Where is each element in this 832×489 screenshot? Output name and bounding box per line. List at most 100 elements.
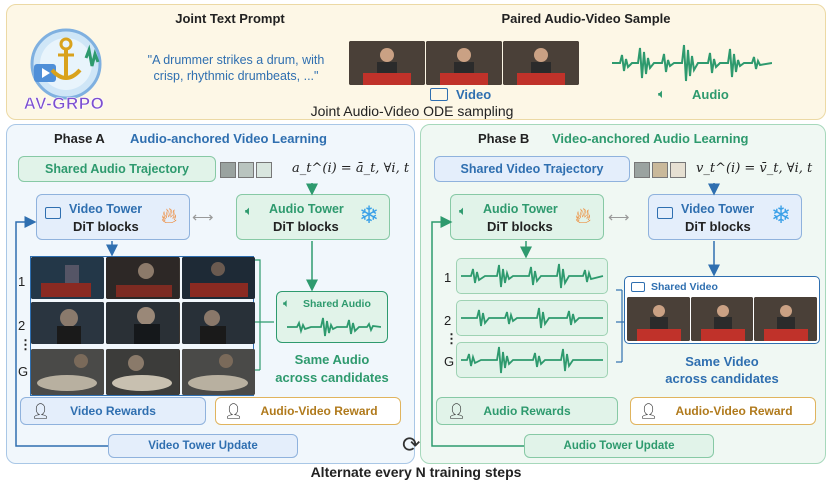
video-icon — [45, 207, 61, 219]
audio-tower-update: Audio Tower Update — [524, 434, 714, 458]
flame-icon: 🔥︎ — [161, 203, 178, 228]
same-audio-label-2: across candidates — [275, 370, 389, 385]
row-label: 1 — [444, 270, 452, 285]
row-label: 1 — [18, 274, 26, 289]
audio-traj-formula: a_t^(i) = ā_t, ∀i, t — [292, 161, 410, 176]
shared-video-trajectory-label: Shared Video Trajectory — [460, 162, 604, 176]
av-grpo-logo — [14, 24, 114, 118]
row-label: G — [18, 364, 29, 379]
audio-candidate — [456, 258, 608, 294]
snowflake-icon: ❄ — [359, 202, 380, 229]
video-tower-update: Video Tower Update — [108, 434, 298, 458]
shared-video-trajectory: Shared Video Trajectory — [434, 156, 630, 182]
speaker-icon: 🔈︎ — [658, 86, 666, 101]
video-tower-a-label: Video Tower — [69, 202, 143, 216]
video-tower-update-label: Video Tower Update — [148, 440, 258, 452]
shared-audio-trajectory: Shared Audio Trajectory — [18, 156, 216, 182]
phase-a-arrows — [15, 183, 318, 447]
alternate-label: Alternate every N training steps — [310, 464, 522, 480]
phase-b-arrows — [431, 183, 720, 447]
same-video-label-2: across candidates — [665, 371, 779, 386]
video-tower-b-dit: DiT blocks — [685, 219, 751, 234]
cycle-icon: ⟳ — [402, 432, 421, 457]
flame-icon: 🔥︎ — [575, 203, 592, 228]
noise-latent-icons — [634, 162, 686, 178]
phase-b-subtitle: Video-anchored Audio Learning — [552, 131, 749, 146]
paired-video-strip — [349, 41, 579, 85]
shared-audio-box: 🔈︎ Shared Audio — [276, 291, 388, 343]
audio-candidate — [456, 342, 608, 378]
video-frame — [627, 297, 690, 341]
prompt-text: "A drummer strikes a drum, with crisp, r… — [147, 53, 325, 83]
audio-tower-a-label: Audio Tower — [269, 202, 344, 216]
shared-audio-label: Shared Audio — [303, 298, 371, 310]
video-frame — [181, 302, 255, 344]
video-tower-a-dit: DiT blocks — [73, 219, 139, 234]
video-frame — [31, 302, 105, 344]
video-tower-b-label: Video Tower — [681, 202, 755, 216]
video-tower-a: Video Tower DiT blocks 🔥︎ — [36, 194, 190, 240]
audio-tower-a-dit: DiT blocks — [273, 219, 339, 234]
row-label: 2 — [18, 318, 26, 333]
prompt-title: Joint Text Prompt — [175, 11, 285, 26]
speaker-icon: 🔈︎ — [245, 203, 253, 218]
audio-label: Audio — [692, 87, 729, 102]
audio-rewards-box: 👤︎ Audio Rewards — [436, 397, 618, 425]
reward-agent-icon: 👤︎ — [639, 403, 659, 420]
row-label: 2 — [444, 313, 452, 328]
bidirectional-arrow: ⟷ — [608, 209, 630, 226]
reward-agent-icon: 👤︎ — [31, 403, 51, 420]
video-traj-formula: v_t^(i) = v̄_t, ∀i, t — [696, 161, 813, 176]
sample-title: Paired Audio-Video Sample — [501, 11, 671, 26]
video-frame — [349, 41, 425, 85]
shared-video-box: Shared Video — [624, 276, 820, 344]
paired-audio-waveform — [612, 40, 772, 86]
phase-b-title: Phase B — [478, 131, 530, 146]
video-frame — [106, 257, 180, 299]
video-frame — [754, 297, 818, 341]
video-frame — [106, 349, 180, 395]
av-reward-box-a: 👤︎ Audio-Video Reward — [215, 397, 401, 425]
audio-candidate — [456, 300, 608, 336]
video-frame — [426, 41, 502, 85]
row-label: ⋮ — [19, 337, 32, 352]
video-frame — [31, 257, 105, 299]
audio-rewards-label: Audio Rewards — [483, 404, 571, 418]
row-label: G — [444, 354, 455, 369]
row-label: ⋮ — [445, 331, 458, 346]
video-rewards-label: Video Rewards — [70, 404, 156, 418]
video-frame — [31, 349, 105, 395]
video-rewards-box: 👤︎ Video Rewards — [20, 397, 206, 425]
reward-agent-icon: 👤︎ — [224, 403, 244, 420]
video-frame — [181, 257, 255, 299]
logo-text: AV-GRPO — [23, 94, 105, 114]
video-frame — [690, 297, 754, 341]
shared-audio-trajectory-label: Shared Audio Trajectory — [44, 162, 190, 176]
video-icon — [631, 282, 645, 292]
speaker-icon: 🔈︎ — [459, 203, 467, 218]
snowflake-icon: ❄ — [771, 202, 792, 229]
same-audio-label: Same Audio — [294, 352, 370, 367]
video-candidates-grid — [30, 256, 255, 396]
video-label: Video — [456, 87, 492, 102]
av-reward-label-a: Audio-Video Reward — [260, 404, 378, 418]
audio-tower-a: Audio Tower DiT blocks 🔈︎ ❄ — [236, 194, 390, 240]
sampling-label: Joint Audio-Video ODE sampling — [310, 103, 514, 119]
reward-agent-icon: 👤︎ — [447, 403, 467, 420]
video-frame — [106, 302, 180, 344]
audio-tower-update-label: Audio Tower Update — [563, 440, 675, 452]
video-frame — [503, 41, 579, 85]
audio-tower-b-dit: DiT blocks — [487, 219, 553, 234]
phase-a-title: Phase A — [54, 131, 105, 146]
phase-a-subtitle: Audio-anchored Video Learning — [130, 131, 327, 146]
video-tower-b: Video Tower DiT blocks ❄ — [648, 194, 802, 240]
audio-tower-b-label: Audio Tower — [483, 202, 558, 216]
video-icon — [430, 88, 448, 101]
bidirectional-arrow: ⟷ — [192, 209, 214, 226]
av-reward-box-b: 👤︎ Audio-Video Reward — [630, 397, 816, 425]
same-video-label: Same Video — [685, 354, 759, 369]
video-frame — [181, 349, 255, 395]
noise-latent-icons — [220, 162, 272, 178]
speaker-icon: 🔈︎ — [283, 296, 291, 310]
video-icon — [657, 207, 673, 219]
